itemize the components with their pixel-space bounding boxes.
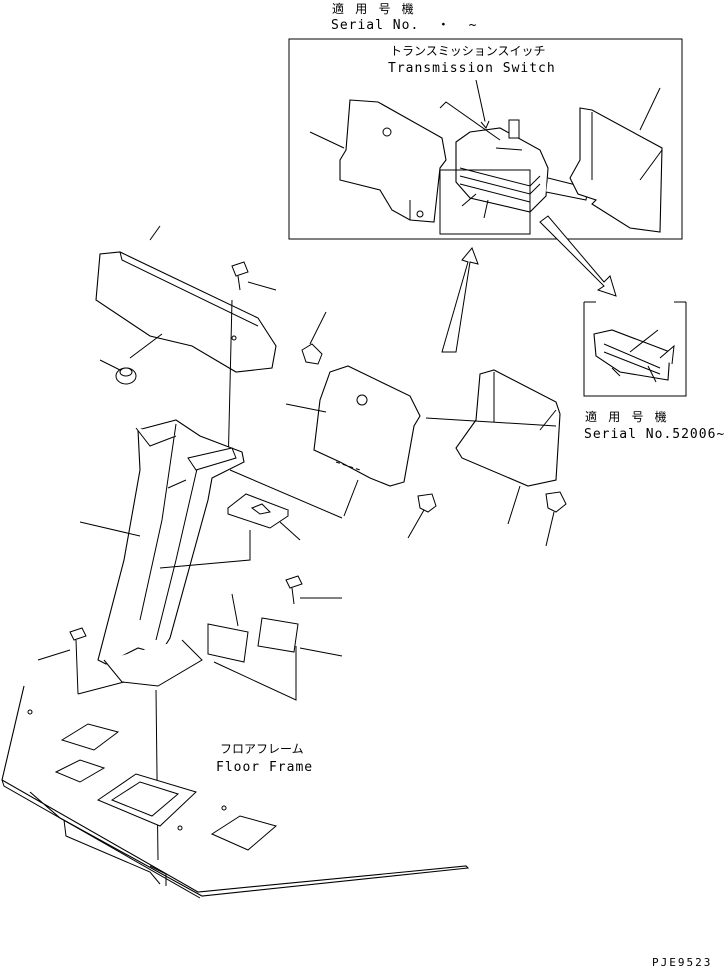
inset-right-cover — [569, 107, 663, 233]
floor-frame-part — [1, 685, 470, 899]
bolt-lower-left — [37, 627, 159, 861]
bolt-lower-right — [285, 575, 342, 605]
serial-top-en: Serial No. ・ ~ — [331, 18, 478, 33]
small-bolt-right — [545, 491, 567, 547]
floor-frame-jp: フロアフレーム — [220, 742, 304, 756]
mounting-plates — [207, 593, 343, 701]
right-cover — [425, 369, 561, 525]
transmission-switch-jp: トランスミッションスイッチ — [390, 44, 546, 58]
grommet-nut — [99, 359, 137, 385]
inset-detail-box — [288, 38, 683, 240]
serial-top-jp: 適 用 号 機 — [332, 2, 416, 16]
bolt-upper — [227, 261, 277, 471]
serial-right-en: Serial No.52006~ — [584, 427, 726, 442]
small-bolt-center — [407, 493, 437, 539]
drawing-code: PJE9523 — [652, 956, 713, 969]
small-inset-part — [593, 329, 671, 381]
inset-left-cover — [339, 99, 447, 223]
center-cover — [285, 365, 421, 517]
bracket-block — [226, 493, 301, 541]
transmission-switch-en: Transmission Switch — [388, 61, 556, 76]
small-inset-box — [583, 301, 687, 397]
direction-arrow-up — [441, 247, 479, 353]
small-bolt-left — [301, 311, 327, 365]
upper-cover — [95, 225, 277, 373]
direction-arrow-diagonal — [539, 215, 617, 297]
console-column — [79, 419, 343, 687]
floor-frame-en: Floor Frame — [216, 760, 314, 775]
serial-right-jp: 適 用 号 機 — [585, 410, 669, 424]
